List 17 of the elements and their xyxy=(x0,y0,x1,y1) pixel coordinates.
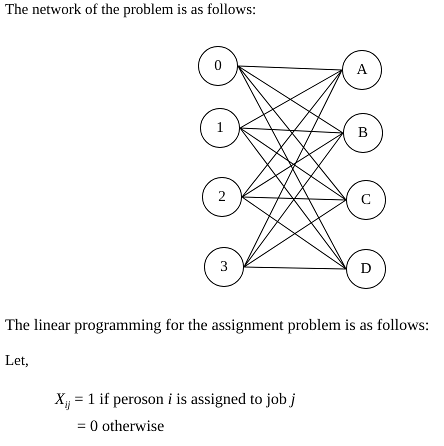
circle-node: A xyxy=(342,50,382,90)
equation-text: = 0 otherwise xyxy=(77,418,164,436)
paragraph-text: The linear programming for the assignment problem is as follows: xyxy=(5,317,430,336)
connector-line xyxy=(238,66,342,70)
circle-node: 1 xyxy=(200,108,240,148)
circle-node: 3 xyxy=(204,247,244,287)
circle-node: 2 xyxy=(202,177,242,217)
connector-line xyxy=(242,196,346,200)
intro-text: The network of the problem is as follows: xyxy=(5,2,256,20)
connector-line xyxy=(244,266,346,270)
let-text: Let, xyxy=(5,353,29,370)
circle-node: 0 xyxy=(198,46,238,86)
circle-node: B xyxy=(343,113,383,153)
connector-line xyxy=(240,128,344,134)
circle-node: D xyxy=(346,249,386,289)
circle-node: C xyxy=(346,180,386,220)
equation-text: X$_{ij}$ = 1 if peroson i is assigned to job j xyxy=(55,391,296,412)
